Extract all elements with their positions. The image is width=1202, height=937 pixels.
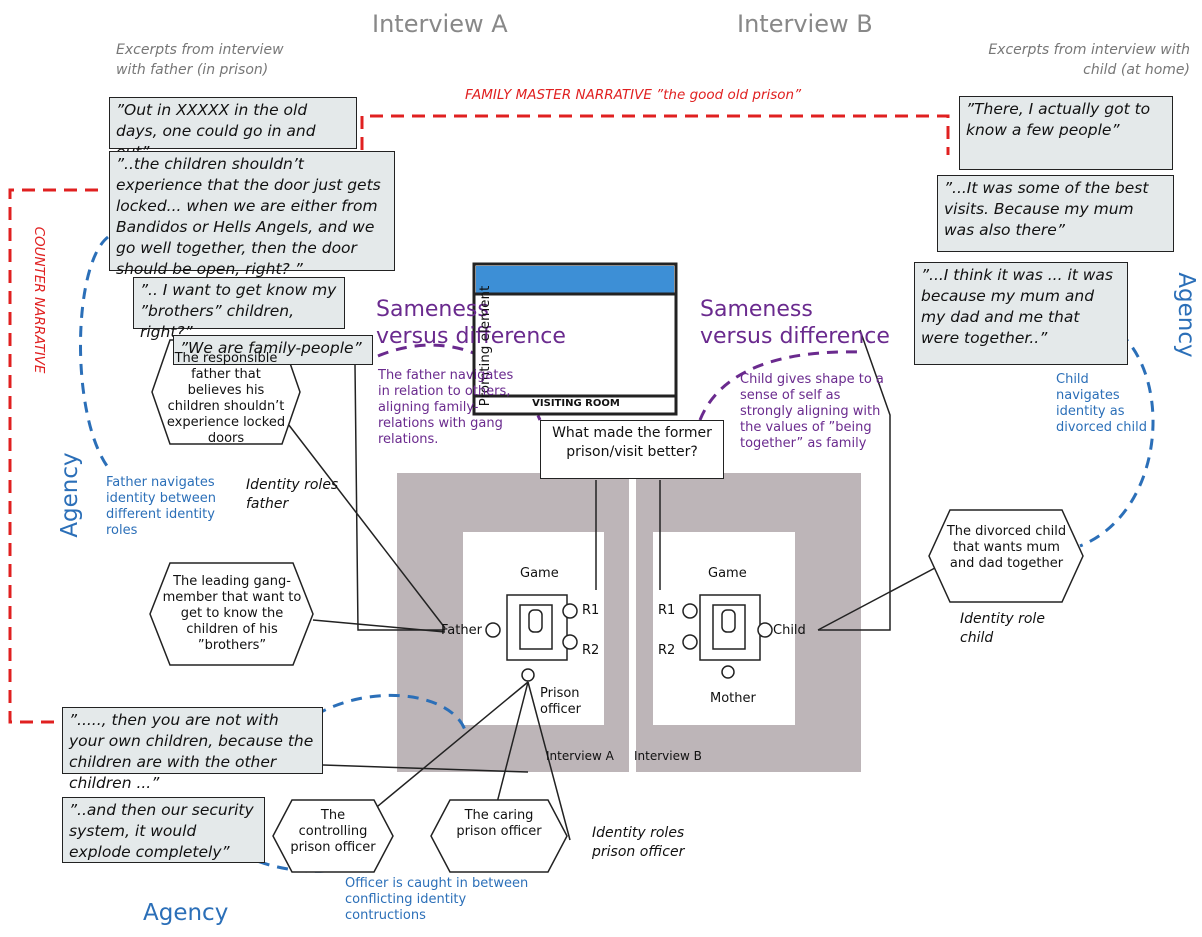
hexagon-leading-gang — [149, 562, 314, 666]
header-interview-a: Interview A — [372, 10, 508, 38]
hexagon-leading-gang-label: The leading gang-member that want to get… — [162, 574, 302, 653]
game-piece-b — [721, 609, 736, 633]
officer-quote-security: ”..and then our security system, it woul… — [62, 797, 265, 863]
agency-arc-right — [1079, 320, 1155, 548]
connector-controlling — [354, 681, 529, 826]
sameness-left-label: Sameness versus difference — [376, 297, 566, 349]
room-a-r1-label: R1 — [582, 603, 600, 618]
chair-r1-b — [682, 603, 698, 619]
identity-roles-officer: Identity roles prison officer — [592, 825, 685, 860]
master-narrative-line — [360, 114, 950, 155]
room-a-game-label: Game — [520, 566, 559, 581]
sameness-arc-right — [698, 350, 861, 421]
room-b-caption: Interview B — [634, 749, 702, 763]
excerpts-father-label: Excerpts from interview with father (in … — [116, 42, 284, 78]
child-quote-best-visits: ”...It was some of the best visits. Beca… — [937, 175, 1174, 252]
identity-roles-father: Identity roles father — [246, 477, 339, 512]
agency-arc-left — [79, 235, 112, 471]
counter-narrative-label: COUNTER NARRATIVE — [31, 226, 47, 374]
connector-officer-roles — [527, 681, 571, 841]
chair-mother — [721, 665, 735, 679]
chair-officer — [521, 668, 535, 682]
connector-divorced — [817, 559, 951, 631]
room-a-prison-officer-label: Prison officer — [540, 686, 582, 717]
chair-r1-a — [562, 603, 578, 619]
room-a-r2-label: R2 — [582, 643, 600, 658]
identity-role-child: Identity role child — [960, 611, 1045, 646]
master-narrative-label: FAMILY MASTER NARRATIVE ”the good old pr… — [465, 87, 802, 103]
room-b-child-label: Child — [773, 623, 806, 638]
agency-bottom-label: Agency — [143, 900, 229, 926]
hexagon-controlling-officer-label: The controlling prison officer — [290, 808, 376, 855]
hexagon-caring-officer — [430, 799, 568, 873]
room-a-father-label: Father — [441, 623, 482, 638]
hexagon-caring-officer-label: The caring prison officer — [456, 808, 542, 839]
connector-leading — [312, 619, 446, 633]
officer-quote-children: ”....., then you are not with your own c… — [62, 707, 323, 792]
father-navigates-note: The father navigates in relation to othe… — [378, 368, 514, 447]
connector-child — [818, 329, 891, 631]
hexagon-controlling-officer — [272, 799, 394, 873]
room-a-caption: Interview A — [546, 749, 614, 763]
father-quote-old-days: ”Out in XXXXX in the old days, one could… — [109, 97, 357, 161]
room-b-r1-label: R1 — [658, 603, 676, 618]
officer-caught-note: Officer is caught in between conflicting… — [345, 876, 529, 923]
agency-left-label: Agency — [57, 452, 83, 538]
game-piece-a — [528, 609, 543, 633]
question-box: What made the former prison/visit better… — [540, 420, 724, 479]
sameness-arc-left — [377, 343, 542, 421]
connector-responsible — [284, 419, 446, 629]
excerpts-child-label: Excerpts from interview with child (at h… — [988, 42, 1190, 78]
room-b-mother-label: Mother — [710, 691, 756, 706]
chair-r2-b — [682, 634, 698, 650]
hexagon-divorced-child-label: The divorced child that wants mum and da… — [946, 524, 1067, 571]
father-identity-note: Father navigates identity between differ… — [106, 475, 216, 538]
father-quote-brothers: ”.. I want to get know my ”brothers” chi… — [133, 277, 345, 341]
hexagon-responsible-father-label: The responsible father that believes his… — [166, 351, 286, 446]
child-quote-together: ”...I think it was ... it was because my… — [914, 262, 1128, 365]
visiting-room-label: VISITING ROOM — [532, 398, 620, 409]
connector-officer-quote — [322, 764, 529, 773]
room-b-r2-label: R2 — [658, 643, 676, 658]
chair-r2-a — [562, 634, 578, 650]
counter-narrative-line — [8, 188, 98, 724]
header-interview-b: Interview B — [737, 10, 873, 38]
chair-child — [757, 622, 773, 638]
sameness-right-label: Sameness versus difference — [700, 297, 890, 349]
prompting-card-accent — [476, 266, 674, 293]
agency-arc-officer — [299, 693, 467, 731]
child-shape-note: Child gives shape to a sense of self as … — [740, 372, 884, 451]
chair-father — [485, 622, 501, 638]
child-quote-know-people: ”There, I actually got to know a few peo… — [959, 96, 1173, 170]
father-quote-door: ”..the children shouldn’t experience tha… — [109, 151, 395, 278]
agency-right-label: Agency — [1173, 272, 1199, 358]
child-identity-note: Child navigates identity as divorced chi… — [1056, 372, 1147, 435]
father-quote-family-people: ”We are family-people” — [173, 335, 373, 365]
hexagon-divorced-child — [928, 509, 1084, 603]
room-b-game-label: Game — [708, 566, 747, 581]
